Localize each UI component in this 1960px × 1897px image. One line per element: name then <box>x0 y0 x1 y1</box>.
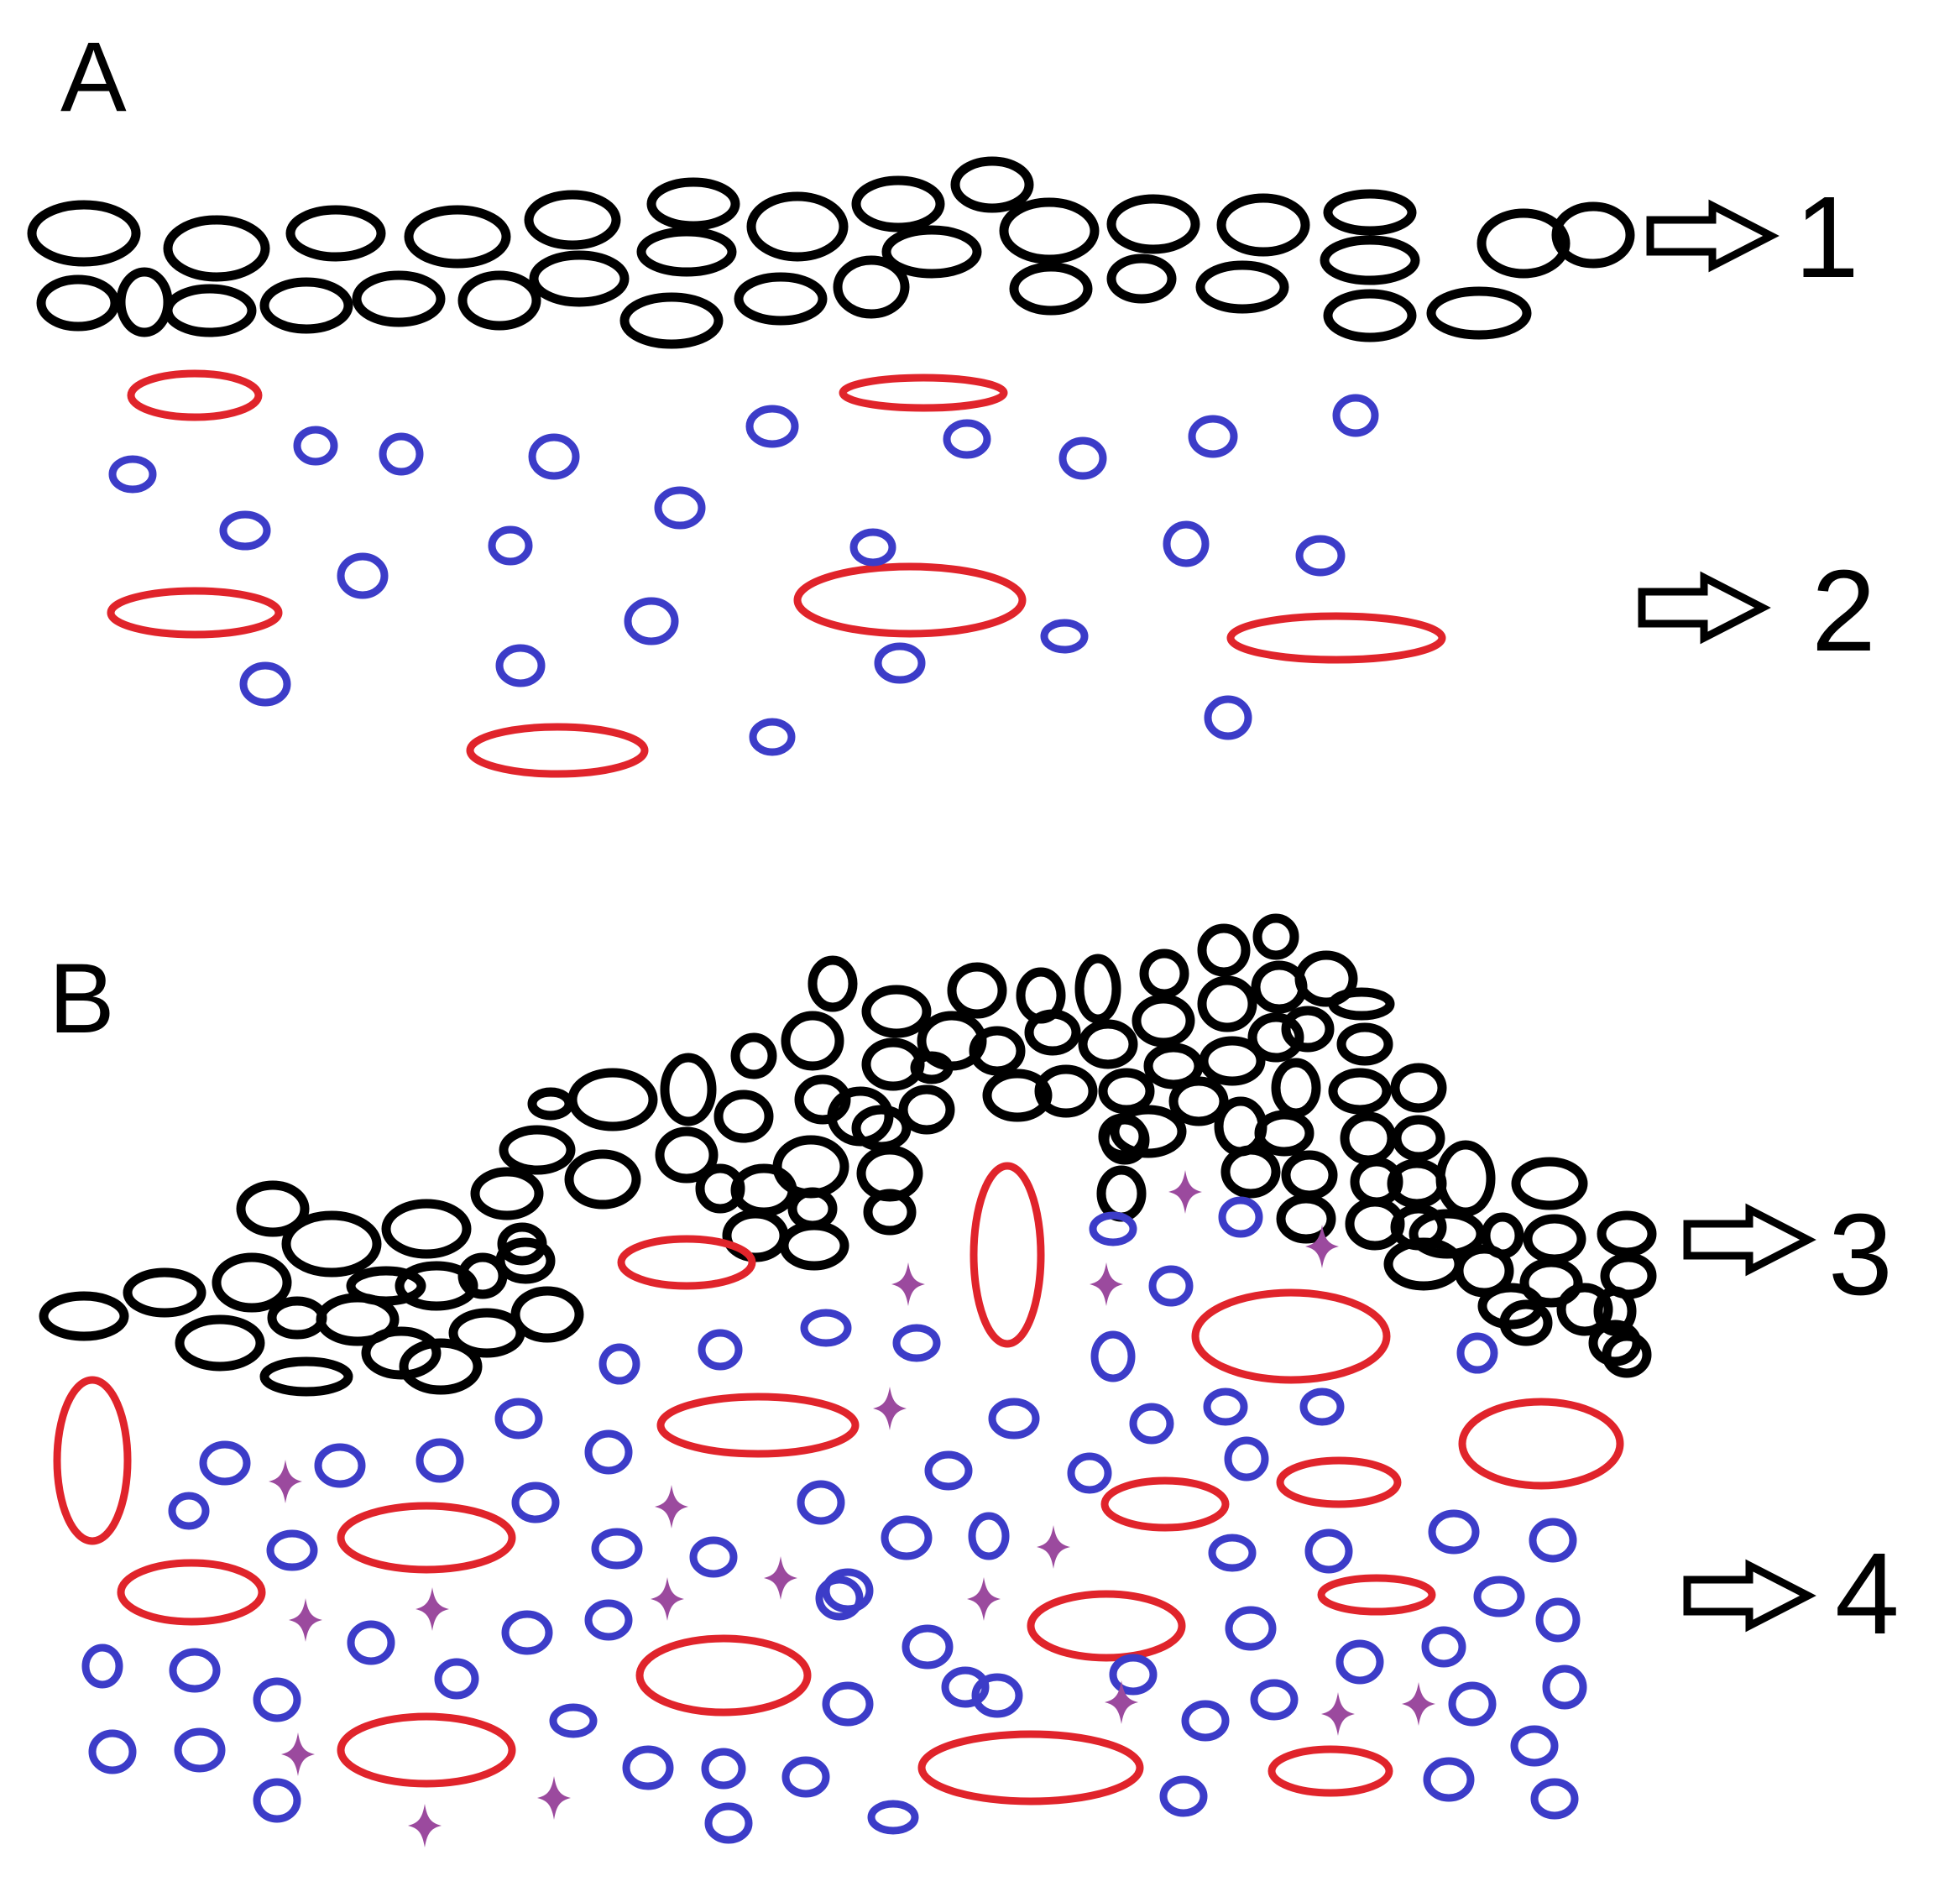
panel-a-label: A <box>60 22 127 133</box>
panel-b-label: B <box>49 943 115 1054</box>
arrow-right-icon <box>1683 1559 1816 1633</box>
panel-a-blue-cells <box>108 394 1379 756</box>
panel-b: B 3 4 <box>39 913 1900 1847</box>
panel-a: A 1 2 <box>27 22 1876 778</box>
callout-1-label: 1 <box>1795 173 1859 302</box>
panel-b-epithelial-layer <box>39 913 1657 1397</box>
arrow-right-icon <box>1638 571 1771 645</box>
panel-b-blue-cells <box>81 1196 1587 1844</box>
panel-a-red-cells <box>107 369 1446 778</box>
callout-4: 4 <box>1683 1529 1900 1659</box>
panel-a-epithelial-layer <box>27 156 1635 349</box>
panel-b-red-cells <box>53 1162 1624 1806</box>
callout-1: 1 <box>1646 173 1859 302</box>
callout-3: 3 <box>1683 1190 1893 1320</box>
arrow-right-icon <box>1646 199 1780 273</box>
callout-2-label: 2 <box>1811 546 1876 676</box>
callout-4-label: 4 <box>1835 1529 1900 1659</box>
callout-3-label: 3 <box>1828 1190 1893 1320</box>
arrow-right-icon <box>1683 1203 1816 1277</box>
callout-2: 2 <box>1638 546 1876 676</box>
